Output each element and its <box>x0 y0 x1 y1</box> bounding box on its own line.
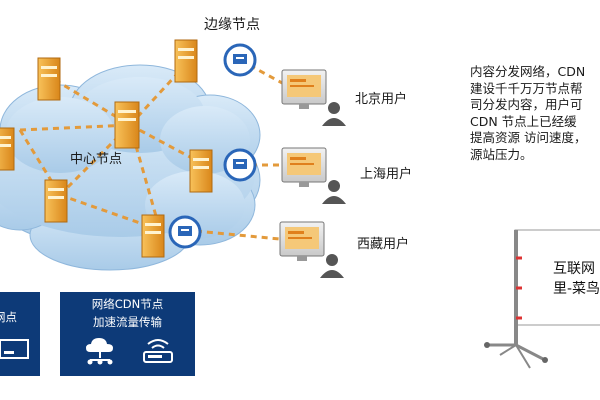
cdn-panel-line2: 加速流量传输 <box>93 315 162 329</box>
description-line: 司分发内容，用户可 <box>470 97 583 112</box>
board-line1: 互联网 <box>553 261 595 277</box>
left-node-panel: 网点 <box>0 292 40 376</box>
user-label-beijing: 北京用户 <box>355 92 408 107</box>
server-bottom-left <box>44 179 68 223</box>
left-panel-label: 网点 <box>0 310 17 324</box>
router-icon <box>143 339 173 363</box>
user-label-tibet: 西藏用户 <box>357 237 410 252</box>
server-top-left <box>37 57 61 101</box>
description-line: 源站压力。 <box>470 146 533 162</box>
center-node-label: 中心节点 <box>70 152 123 167</box>
whiteboard <box>484 229 600 369</box>
description-line: 提高资源 访问速度， <box>470 130 587 145</box>
description-line: 内容分发网络，CDN <box>470 64 586 79</box>
workstation-beijing <box>281 69 346 126</box>
cdn-panel-line1: 网络CDN节点 <box>91 297 164 311</box>
description-line: 建设千千万万节点帮 <box>470 80 583 96</box>
server-edge-top <box>174 39 198 83</box>
server-edge-bottom <box>141 214 165 258</box>
box-icon <box>0 339 29 359</box>
cloud-network-icon <box>86 338 113 365</box>
edge-node-label: 边缘节点 <box>204 17 260 33</box>
cdn-node-panel: 网络CDN节点 加速流量传输 <box>60 292 195 376</box>
server-edge-mid <box>189 149 213 193</box>
server-center <box>114 101 140 149</box>
workstation-tibet <box>279 221 344 278</box>
server-left <box>0 127 15 171</box>
edge-node-icons <box>168 43 257 249</box>
workstation-shanghai <box>281 147 346 204</box>
cdn-description: 内容分发网络，CDN 建设千千万万节点帮 司分发内容，用户可 CDN 节点上已经… <box>470 64 600 163</box>
description-line: CDN 节点上已经缓 <box>470 113 577 129</box>
user-label-shanghai: 上海用户 <box>360 167 413 182</box>
user-workstations <box>279 69 346 278</box>
board-line2: 里-菜鸟 <box>553 281 600 297</box>
server-nodes <box>0 39 213 258</box>
